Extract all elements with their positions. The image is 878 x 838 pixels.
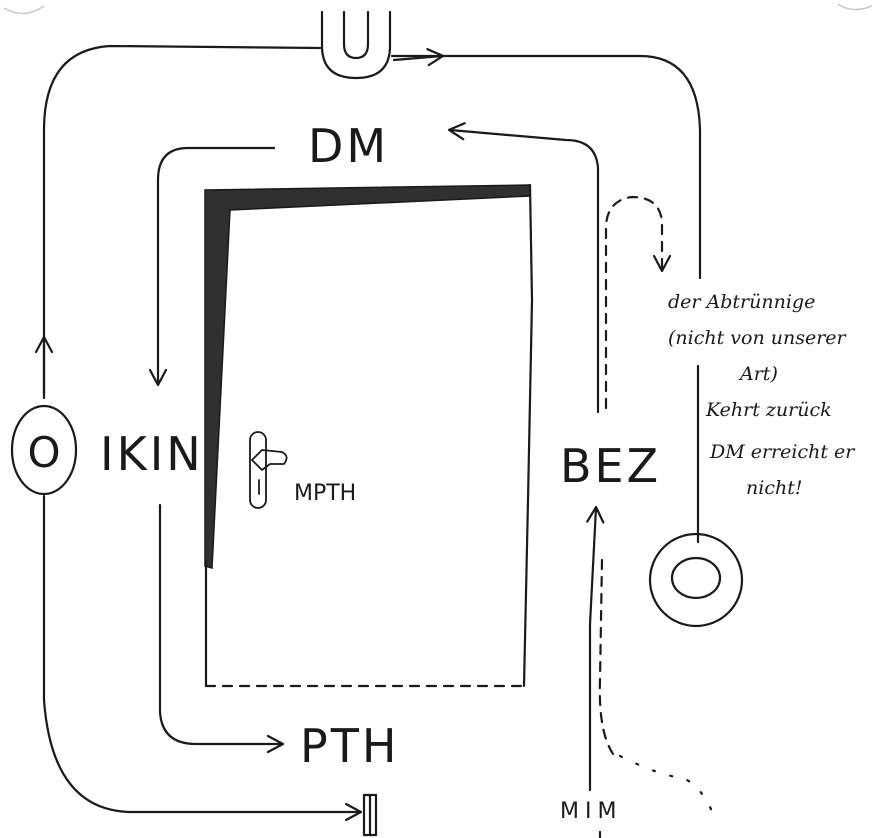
outer-loop-left xyxy=(44,46,320,395)
dm-label: DM xyxy=(308,119,389,173)
bez-label: BEZ xyxy=(560,439,661,493)
mim-dashed-line xyxy=(600,560,618,760)
note-line2: (nicht von unserer xyxy=(668,327,848,349)
ikin-label: IKIN xyxy=(100,427,204,481)
left-circle-label: O xyxy=(27,428,60,477)
corner-mark-right xyxy=(838,4,872,10)
note-line5: DM erreicht er xyxy=(709,441,856,463)
thick-wall xyxy=(205,185,530,568)
ikin-to-pth-arrow xyxy=(160,505,282,744)
pth-label: PTH xyxy=(300,719,399,773)
bottom-barrier-symbol xyxy=(364,795,376,835)
corner-mark-left xyxy=(4,6,44,14)
mpth-label: MPTH xyxy=(294,481,356,506)
dashed-return-loop xyxy=(606,197,662,408)
u-symbol xyxy=(322,12,390,78)
note-line6: nicht! xyxy=(746,477,802,499)
left-circle-symbol: O xyxy=(12,406,76,494)
door-handle-shape xyxy=(252,450,287,470)
annotation: der Abtrünnige (nicht von unserer Art) K… xyxy=(668,291,856,499)
note-line4: Kehrt zurück xyxy=(705,399,832,421)
note-line1: der Abtrünnige xyxy=(668,291,815,313)
bez-to-dm-arrow xyxy=(450,130,598,412)
dotted-trail xyxy=(620,756,712,812)
central-room xyxy=(205,185,532,686)
mim-label: MIM xyxy=(560,799,622,824)
note-line3: Art) xyxy=(738,363,778,385)
mim-to-bez-arrow xyxy=(590,508,596,790)
room-right-wall xyxy=(524,185,532,686)
outer-loop-right xyxy=(392,56,700,278)
right-circle-symbol xyxy=(650,534,742,626)
door-plate xyxy=(250,432,266,508)
mpth-symbol xyxy=(250,432,287,508)
